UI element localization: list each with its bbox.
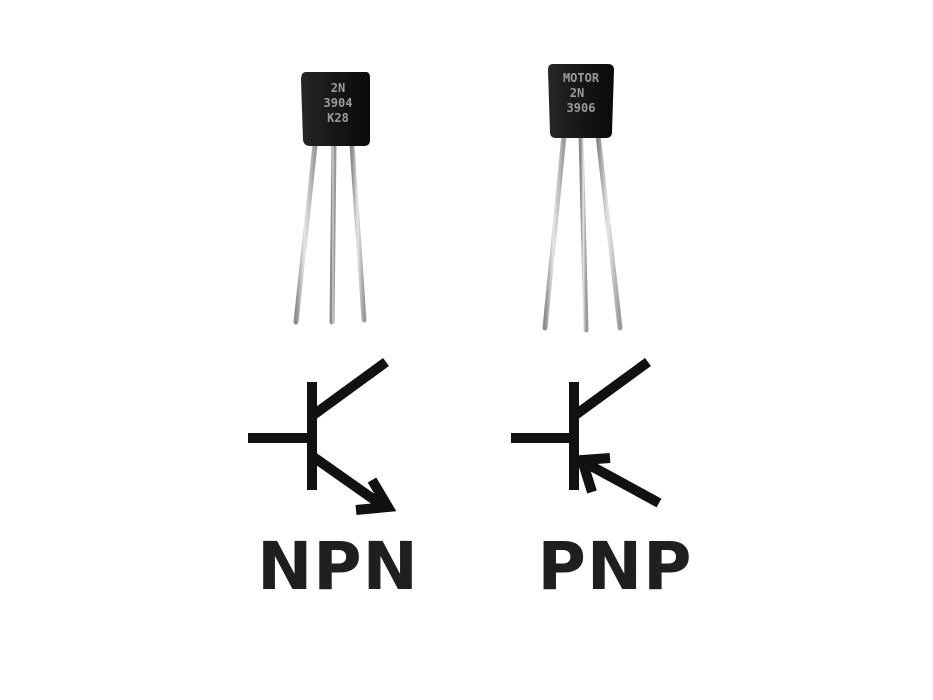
npn-collector-line xyxy=(309,357,389,421)
pnp-marking-line-2: 2N xyxy=(570,86,584,100)
pnp-body xyxy=(548,64,614,138)
npn-transistor-photo: 2N 3904 K28 xyxy=(293,72,370,325)
npn-marking-line-2: 3904 xyxy=(324,96,353,110)
npn-emitter-arrow-icon xyxy=(355,477,397,515)
pnp-emitter-arrow-icon xyxy=(575,453,611,494)
npn-lead-center xyxy=(329,142,337,325)
pnp-symbol xyxy=(511,357,662,508)
pnp-transistor-photo: MOTOR 2N 3906 xyxy=(542,64,623,333)
npn-lead-left xyxy=(293,142,318,325)
npn-lead-right xyxy=(349,142,367,323)
pnp-emitter-line xyxy=(577,455,662,508)
npn-body xyxy=(301,72,370,146)
npn-emitter-line xyxy=(309,451,389,513)
npn-label: NPN xyxy=(257,528,419,605)
pnp-marking-line-1: MOTOR xyxy=(563,71,600,85)
npn-marking-line-1: 2N xyxy=(331,81,345,95)
pnp-lead-right xyxy=(595,132,623,331)
pnp-label: PNP xyxy=(537,528,693,605)
pnp-lead-center xyxy=(578,132,589,333)
npn-marking-line-3: K28 xyxy=(327,111,349,125)
pnp-marking-line-3: 3906 xyxy=(567,101,596,115)
pnp-collector-line xyxy=(571,357,651,421)
pnp-lead-left xyxy=(542,132,567,331)
npn-symbol xyxy=(248,357,397,515)
